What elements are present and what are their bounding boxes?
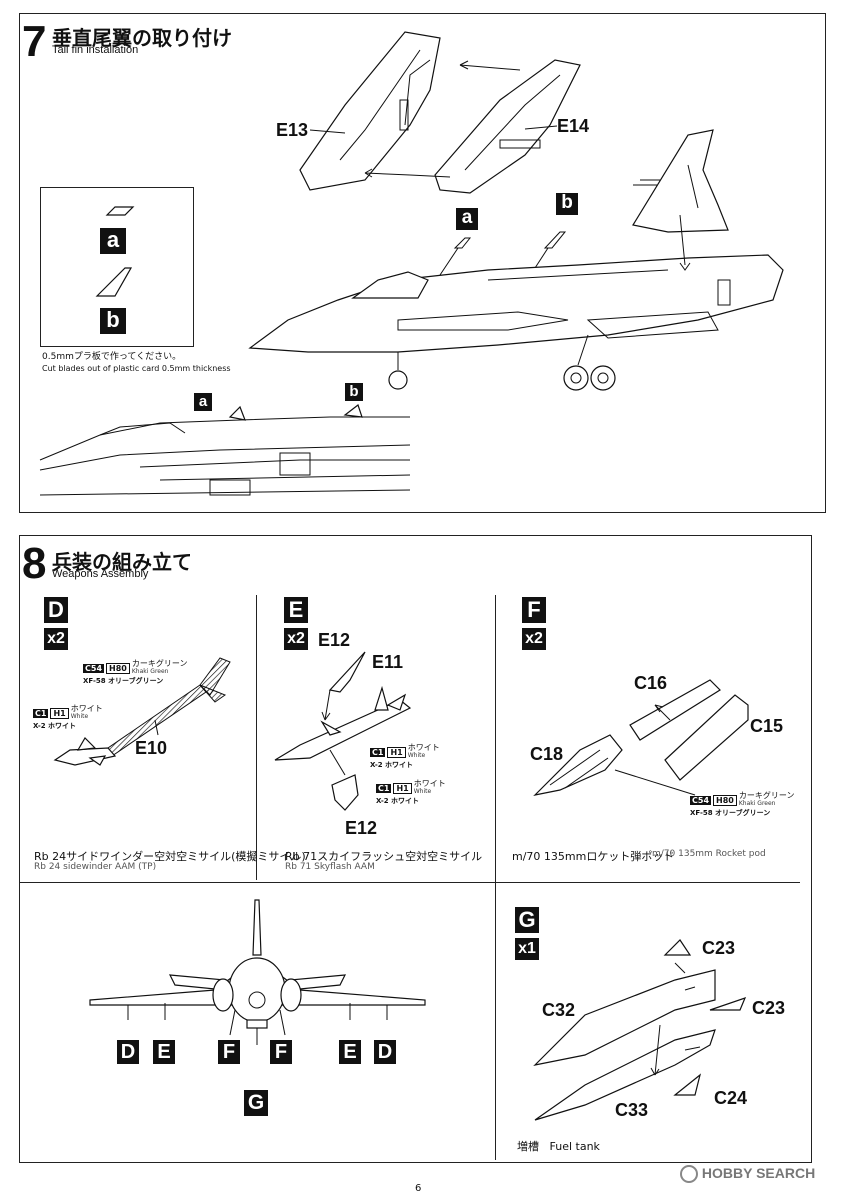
d-qty: x2	[44, 628, 68, 650]
f-caption-jp: m/70 135mmロケット弾ポッド	[512, 850, 675, 863]
step7-number: 7	[22, 17, 47, 66]
d-letter: D	[44, 597, 68, 623]
assembly-arrows	[364, 60, 521, 178]
d-part-label: E10	[135, 738, 168, 758]
callout-a-main: a	[456, 208, 478, 230]
e-qty: x2	[284, 628, 308, 650]
aircraft-side-view	[248, 129, 784, 391]
e-paint2-xf: X-2 ホワイト	[376, 797, 420, 805]
divider-h	[20, 882, 800, 883]
d-paint1-xf: XF-58 オリーブグリーン	[83, 677, 164, 685]
f-letter: F	[522, 597, 546, 623]
blade-a-shape	[105, 206, 135, 216]
e-part-top: E12	[318, 630, 351, 650]
g-part-c23-top: C23	[702, 938, 736, 958]
front-label-d2: D	[374, 1040, 396, 1064]
g-letter: G	[515, 907, 539, 933]
f-part-c18: C18	[530, 744, 564, 764]
blade-note-jp: 0.5mmプラ板で作ってください。	[42, 352, 182, 362]
cockpit-detail-view	[39, 404, 411, 496]
f-part-c15: C15	[750, 716, 784, 736]
divider-v2	[495, 595, 496, 1160]
e-caption-en: Rb 71 Skyflash AAM	[285, 862, 375, 872]
g-part-c33: C33	[615, 1100, 649, 1120]
aircraft-front-view	[89, 899, 426, 1045]
sidewinder-drawing	[53, 657, 231, 766]
d-caption-jp: Rb 24サイドワインダー空対空ミサイル(模擬ミサイル)	[34, 850, 306, 863]
step8-number: 8	[22, 539, 47, 588]
e-paint1-xf: X-2 ホワイト	[370, 761, 414, 769]
step8-title-jp: 兵装の組み立て	[52, 550, 192, 574]
f-qty: x2	[522, 628, 546, 650]
front-label-d1: D	[117, 1040, 139, 1064]
step8-panel	[19, 535, 812, 1163]
blade-b-shape	[95, 267, 133, 297]
f-paint1-xf: XF-58 オリーブグリーン	[690, 809, 771, 817]
skyflash-drawing	[274, 651, 412, 811]
front-label-e1: E	[153, 1040, 175, 1064]
g-qty: x1	[515, 938, 539, 960]
e-part-body: E11	[372, 652, 404, 672]
g-part-c32: C32	[542, 1000, 576, 1020]
e-caption-jp: Rb 71スカイフラッシュ空対空ミサイル	[285, 850, 483, 863]
d-paint2-xf: X-2 ホワイト	[33, 722, 77, 730]
f-part-c16: C16	[634, 673, 668, 693]
front-label-f2: F	[270, 1040, 292, 1064]
front-label-g: G	[244, 1090, 268, 1116]
watermark: HOBBY SEARCH	[680, 1165, 815, 1184]
part-e13-label: E13	[276, 120, 309, 140]
f-caption-en: m/70 135mm Rocket pod	[652, 849, 766, 859]
watermark-icon	[680, 1165, 698, 1184]
blade-a-label: a	[100, 228, 126, 254]
tail-fin-e14-drawing	[434, 59, 581, 194]
part-e14-label: E14	[557, 116, 590, 136]
g-part-c23-right: C23	[752, 998, 786, 1018]
e-letter: E	[284, 597, 308, 623]
callout-b-detail: b	[345, 383, 363, 401]
d-caption-en: Rb 24 sidewinder AAM (TP)	[34, 862, 157, 872]
page-number: 6	[415, 1183, 422, 1194]
divider-v1	[256, 595, 257, 880]
step7-panel	[19, 13, 826, 513]
fuel-tank-drawing	[533, 939, 747, 1121]
rocket-pod-drawing	[533, 679, 749, 796]
callout-a-detail: a	[194, 393, 212, 411]
front-label-e2: E	[339, 1040, 361, 1064]
blade-template-box	[40, 187, 194, 347]
front-label-f1: F	[218, 1040, 240, 1064]
g-part-c24: C24	[714, 1088, 748, 1108]
callout-b-main: b	[556, 193, 578, 215]
blade-note-en: Cut blades out of plastic card 0.5mm thi…	[42, 364, 231, 373]
step7-title-jp: 垂直尾翼の取り付け	[52, 26, 232, 50]
e-part-bottom: E12	[345, 818, 378, 838]
step8-title-en: Weapons Assembly	[52, 568, 149, 580]
tail-fin-e13-drawing	[299, 31, 441, 191]
step7-title-en: Tail fin installation	[52, 44, 139, 56]
g-caption-jp: 増槽 Fuel tank	[517, 1140, 600, 1153]
blade-b-label: b	[100, 308, 126, 334]
